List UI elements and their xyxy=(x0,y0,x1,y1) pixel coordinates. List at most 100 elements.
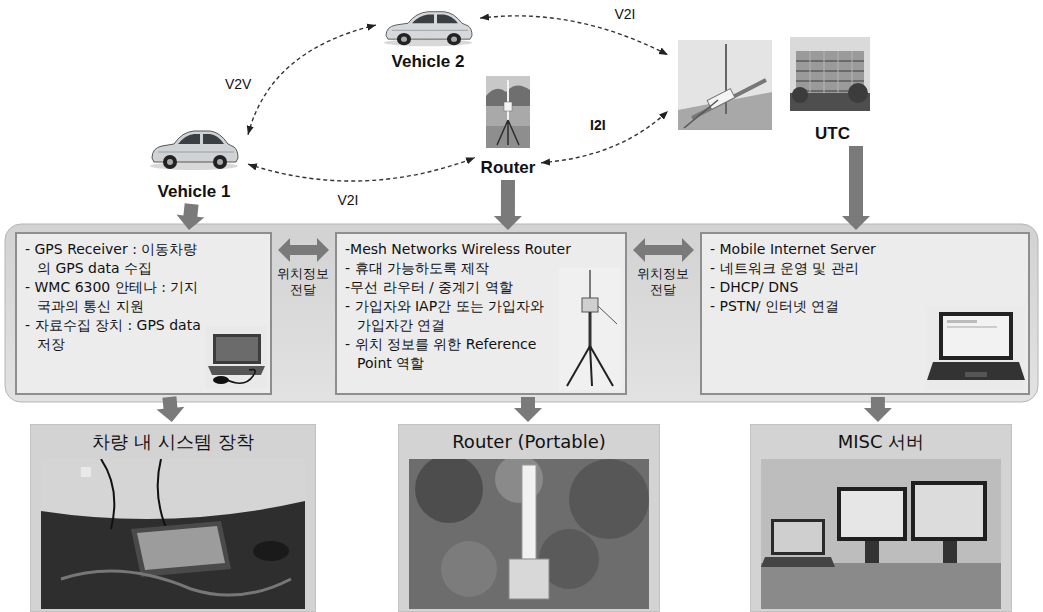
dashed-link xyxy=(248,158,475,181)
picture-detail xyxy=(497,120,519,145)
picture-detail xyxy=(915,485,983,537)
picture-detail xyxy=(582,298,598,312)
picture-detail xyxy=(415,459,483,523)
picture-detail xyxy=(761,563,1001,609)
router-label: Router xyxy=(481,158,536,178)
picture-detail xyxy=(208,366,265,375)
link-label: V2I xyxy=(336,192,361,208)
text-column: Vehicle 1 xyxy=(158,182,231,202)
receiver-photo xyxy=(205,326,267,388)
utc-node: UTC xyxy=(668,34,882,144)
picture-detail xyxy=(569,459,649,539)
car-picture xyxy=(382,2,474,48)
link-label: V2V xyxy=(223,76,253,92)
picture-detail xyxy=(947,326,997,328)
picture-detail xyxy=(41,459,305,519)
vehicle-system-photo xyxy=(41,459,305,609)
utc-label: UTC xyxy=(815,124,850,144)
picture-detail xyxy=(865,541,879,563)
picture-detail xyxy=(203,134,224,144)
photo-panel: Router (Portable) xyxy=(398,424,660,612)
text-column: 차량 내 시스템 장착 xyxy=(31,431,315,453)
info-text: - 가입자와 IAP간 또는 가입자와 가입자간 연결 xyxy=(345,297,550,335)
picture-detail xyxy=(939,312,1013,360)
info-text: - PSTN/ 인터넷 연결 xyxy=(710,297,920,316)
picture-detail xyxy=(841,491,903,537)
panel-heading: Router (Portable) xyxy=(399,431,659,453)
router-node: Router xyxy=(475,76,541,178)
picture-detail xyxy=(943,316,1009,356)
picture-detail xyxy=(559,268,621,390)
picture-detail xyxy=(163,155,177,169)
vehicle-node: Vehicle 1 xyxy=(140,118,248,202)
vehicle-node: Vehicle 2 xyxy=(376,2,480,72)
picture-detail xyxy=(441,541,497,597)
block-arrow xyxy=(514,397,542,422)
picture-detail xyxy=(216,337,258,361)
vehicle-label: Vehicle 2 xyxy=(392,52,465,72)
picture-detail xyxy=(848,83,868,103)
picture-detail xyxy=(158,152,234,153)
picture-detail xyxy=(447,33,461,45)
link-label: 위치정보 전달 xyxy=(630,266,696,298)
picture-detail xyxy=(684,100,718,128)
photo-panel: 차량 내 시스템 장착 xyxy=(30,424,316,612)
info-text: -무선 라우터 / 중계기 역할 xyxy=(345,278,550,297)
picture-detail xyxy=(486,76,530,148)
picture-detail xyxy=(810,51,852,97)
text-column: Router xyxy=(481,158,536,178)
picture-detail xyxy=(137,526,225,570)
picture-detail xyxy=(761,459,1001,609)
picture-detail xyxy=(253,541,289,561)
portable-router-photo xyxy=(409,459,649,609)
picture-detail xyxy=(927,362,1025,380)
picture-detail xyxy=(522,465,536,561)
link-label: 위치정보 전달 xyxy=(273,266,333,298)
panel-heading: MISC 서버 xyxy=(751,431,1011,453)
picture-detail xyxy=(790,37,870,111)
picture-detail xyxy=(567,346,613,386)
picture-detail xyxy=(947,320,977,323)
block-arrow xyxy=(494,180,522,230)
picture-detail xyxy=(965,372,987,377)
picture-detail xyxy=(509,559,549,599)
block-arrow xyxy=(633,238,694,262)
picture-detail xyxy=(837,487,907,541)
dashed-link xyxy=(248,25,376,135)
picture-detail xyxy=(725,44,727,114)
link-label: V2I xyxy=(613,6,638,22)
picture-detail xyxy=(392,30,468,31)
info-text: - DHCP/ DNS xyxy=(710,278,920,297)
picture-detail xyxy=(41,459,305,609)
picture-detail xyxy=(227,370,255,384)
picture-detail xyxy=(81,467,91,477)
block-arrow xyxy=(157,396,185,422)
antenna-photo xyxy=(678,40,772,130)
picture-detail xyxy=(504,102,512,111)
picture-detail xyxy=(217,159,223,165)
block-arrow xyxy=(864,397,892,422)
picture-detail xyxy=(205,326,267,388)
group-panel xyxy=(5,224,1038,402)
info-box: -Mesh Networks Wireless Router- 휴대 가능하도록… xyxy=(335,232,627,395)
dashed-link xyxy=(541,111,668,163)
building-photo xyxy=(790,37,870,111)
link-label: I2I xyxy=(588,117,608,133)
info-text: - Mobile Internet Server xyxy=(710,240,920,259)
picture-detail xyxy=(589,312,592,348)
vehicle-label: Vehicle 1 xyxy=(158,182,231,202)
block-arrow xyxy=(278,238,329,262)
picture-detail xyxy=(213,155,227,169)
text-column: Vehicle 2 xyxy=(392,52,465,72)
info-text: - WMC 6300 안테나 : 기지국과의 통신 지원 xyxy=(25,278,203,316)
info-text: - 네트워크 운영 및 관리 xyxy=(710,259,920,278)
picture-detail xyxy=(167,159,173,165)
info-box: - GPS Receiver : 이동차량의 GPS data 수집- WMC … xyxy=(15,232,272,395)
picture-detail xyxy=(771,519,825,555)
block-arrow xyxy=(842,146,870,230)
picture-detail xyxy=(61,571,291,595)
info-box: - Mobile Internet Server- 네트워크 운영 및 관리- … xyxy=(700,232,1030,395)
laptop-photo xyxy=(927,306,1025,390)
car-picture xyxy=(148,120,240,172)
picture-detail xyxy=(943,541,957,563)
